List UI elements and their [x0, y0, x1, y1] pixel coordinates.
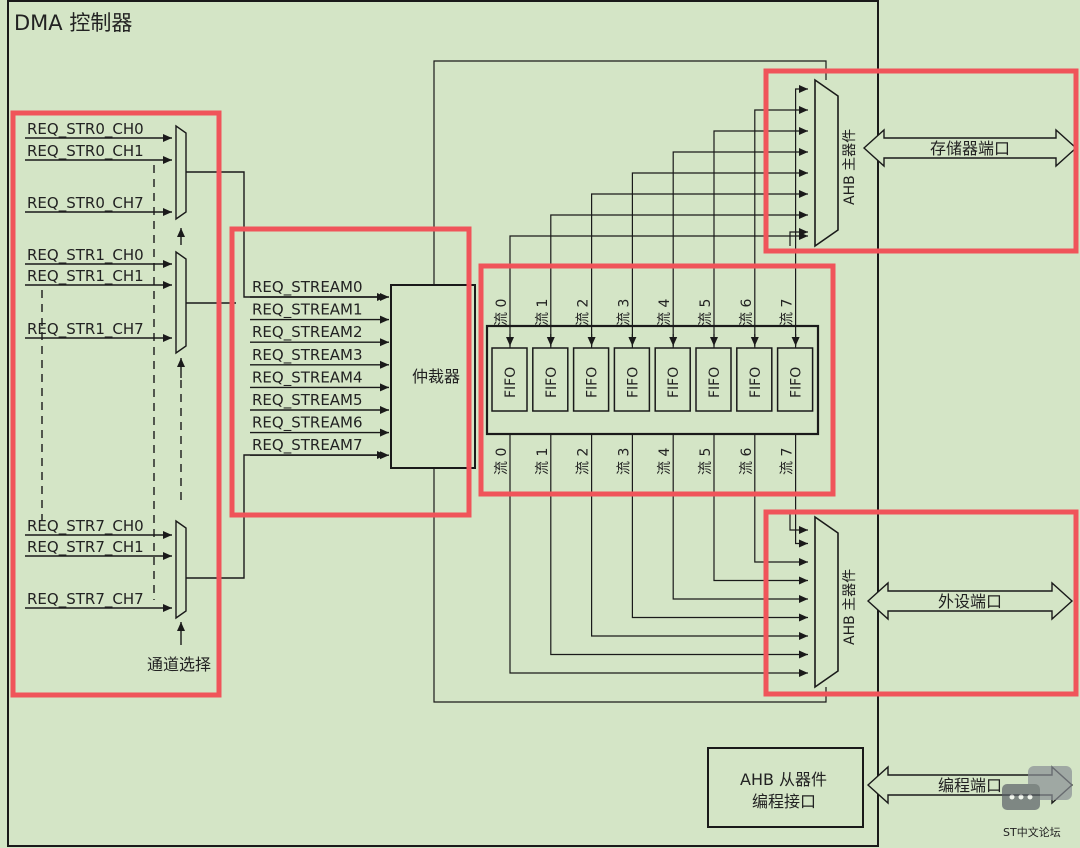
stream-top-label: 流 0: [494, 299, 510, 326]
stream-top-label: 流 5: [698, 299, 714, 326]
peripheral-extra-line: [789, 512, 808, 534]
stream-top-label: 流 2: [576, 299, 592, 326]
ahb-master-memory-mux: [814, 78, 839, 248]
fifo-cell-label: FIFO: [666, 367, 682, 398]
memory-port-label: 存储器端口: [930, 139, 1010, 158]
stream-request-label: REQ_STREAM5: [252, 391, 363, 410]
fifo-cells: FIFO FIFO FIFO FIFO FIFO FIFO FIFO FIFO: [491, 347, 814, 412]
stream-top-label: 流 4: [657, 299, 673, 326]
stream-request-label: REQ_STREAM4: [252, 368, 363, 387]
peripheral-route-line: [550, 434, 808, 659]
stream-top-label: 流 6: [739, 299, 755, 326]
memory-route-line: [713, 127, 808, 348]
stream-request-labels: REQ_STREAM0REQ_STREAM1REQ_STREAM2REQ_STR…: [252, 278, 363, 455]
peripheral-route-line: [590, 434, 808, 640]
highlight-arbiter: [229, 226, 472, 518]
fifo-block: [485, 324, 820, 436]
req-str0-ch1-label: REQ_STR0_CH1: [27, 142, 144, 161]
arbiter-box: [390, 284, 476, 469]
stream-top-label: 流 7: [780, 299, 796, 326]
fifo-cell: [613, 347, 651, 412]
channel-select-label: 通道选择: [147, 655, 211, 674]
req-str0-ch7-label: REQ_STR0_CH7: [27, 194, 144, 213]
arbiter-label: 仲裁器: [412, 367, 460, 386]
req-str0-ch0-label: REQ_STR0_CH0: [27, 120, 144, 139]
stream-request-label: REQ_STREAM3: [252, 346, 363, 365]
stream-request-label: REQ_STREAM1: [252, 301, 363, 320]
req-str7-ch7-label: REQ_STR7_CH7: [27, 590, 144, 609]
peripheral-route-line: [672, 434, 808, 603]
stream-top-label: 流 3: [616, 299, 632, 326]
channel-mux-groups: [25, 124, 386, 645]
highlight-peripheral-port: [763, 509, 1079, 697]
peripheral-route-line: [794, 434, 808, 548]
stream-top-label: 流 1: [535, 299, 551, 326]
highlight-memory-port: [763, 68, 1079, 254]
stream-request-label: REQ_STREAM0: [252, 278, 363, 297]
memory-route-line: [631, 169, 808, 348]
stream-bottom-label: 流 2: [576, 448, 592, 475]
req-str7-ch1-label: REQ_STR7_CH1: [27, 538, 144, 557]
peripheral-route-line: [509, 434, 808, 677]
fifo-cell-label: FIFO: [748, 367, 764, 398]
stream-request-label: REQ_STREAM6: [252, 414, 363, 433]
stream-request-label: REQ_STREAM7: [252, 436, 363, 455]
diagram-title: DMA 控制器: [14, 11, 132, 35]
req-str1-ch0-label: REQ_STR1_CH0: [27, 246, 144, 265]
fifo-cell-label: FIFO: [585, 367, 601, 398]
watermark-text: ST中文论坛: [1003, 825, 1061, 839]
watermark-logo: [1002, 766, 1072, 810]
highlight-channel-select: [10, 110, 222, 698]
fifo-cell: [695, 347, 732, 412]
peripheral-port-label: 外设端口: [938, 592, 1002, 611]
ahb-master-peripheral-label: AHB 主器件: [842, 569, 858, 645]
fifo-cell: [736, 347, 773, 412]
stream-bottom-label: 流 7: [780, 448, 796, 475]
ahb-slave-label-line2: 编程接口: [752, 792, 816, 811]
controller-frame: [7, 0, 879, 847]
ahb-slave-label-line1: AHB 从器件: [740, 770, 827, 789]
fifo-cell-label: FIFO: [707, 367, 723, 398]
ahb-slave-box: [707, 747, 864, 828]
req-str1-ch7-label: REQ_STR1_CH7: [27, 320, 144, 339]
stream-bottom-label: 流 3: [616, 448, 632, 475]
fifo-cell-label: FIFO: [625, 367, 641, 398]
ahb-master-memory-label: AHB 主器件: [842, 129, 858, 205]
stream-bottom-label: 流 5: [698, 448, 714, 475]
stream-request-lines: [250, 293, 389, 460]
peripheral-route-line: [754, 434, 808, 566]
peripheral-route-line: [713, 434, 808, 585]
memory-route-line: [550, 211, 808, 348]
ahb-master-peripheral-mux: [814, 515, 839, 689]
memory-extra-line: [789, 228, 808, 246]
memory-route-line: [509, 232, 808, 348]
fifo-cell-label: FIFO: [544, 367, 560, 398]
stream-bottom-label: 流 0: [494, 448, 510, 475]
fifo-cell-label: FIFO: [789, 367, 805, 398]
peripheral-port-arrow: [866, 581, 1074, 621]
req-str7-ch0-label: REQ_STR7_CH0: [27, 517, 144, 536]
memory-route-line: [590, 190, 808, 348]
stream-request-label: REQ_STREAM2: [252, 323, 363, 342]
stream-bottom-label: 流 6: [739, 448, 755, 475]
highlight-fifo: [478, 263, 836, 497]
memory-route-line: [672, 148, 808, 348]
stream-top-labels: 流 0 流 1 流 2 流 3 流 4 流 5 流 6 流 7: [494, 299, 796, 326]
memory-route-line: [754, 106, 808, 348]
stream-bottom-label: 流 1: [535, 448, 551, 475]
memory-route-line: [794, 85, 808, 348]
req-str1-ch1-label: REQ_STR1_CH1: [27, 267, 144, 286]
program-port-label: 编程端口: [938, 776, 1002, 795]
stream-bottom-label: 流 4: [657, 448, 673, 475]
fifo-cell-label: FIFO: [503, 367, 519, 398]
stream-bottom-labels: 流 0 流 1 流 2 流 3 流 4 流 5 流 6 流 7: [494, 448, 796, 475]
